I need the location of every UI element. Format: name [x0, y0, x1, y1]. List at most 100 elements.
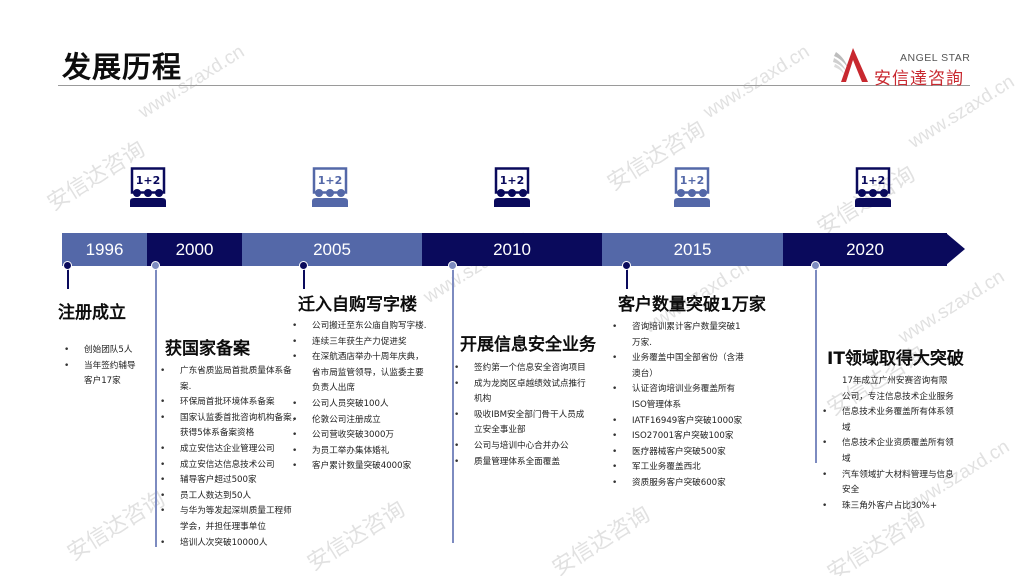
list-item: 环保局首批环境体系备案 [158, 395, 306, 411]
timeline-year-2020: 2020 [783, 233, 947, 266]
list-item: 学会，并担任理事单位 [180, 521, 266, 532]
classroom-board-icon: 1+2 [855, 167, 891, 207]
watermark: www.szaxd.cn [895, 266, 1009, 348]
title-divider [58, 85, 970, 86]
milestone-list-2015: 咨询培训累计客户数量突破1 万家. 业务覆盖中国全部省份（含港 澳台） 认证咨询… [610, 320, 770, 492]
watermark: 安信达咨询 [303, 496, 410, 576]
svg-text:1+2: 1+2 [500, 174, 525, 187]
list-item: 立安全事业部 [474, 425, 526, 436]
classroom-board-icon: 1+2 [130, 167, 166, 207]
milestone-heading-2000: 获国家备案 [165, 339, 250, 359]
timeline-year-1996: 1996 [62, 233, 147, 266]
list-item: 员工人数达到50人 [158, 489, 306, 505]
svg-text:1+2: 1+2 [680, 174, 705, 187]
milestone-dot [63, 261, 72, 270]
timeline-year-2010: 2010 [422, 233, 602, 266]
classroom-board-icon: 1+2 [674, 167, 710, 207]
milestone-list-2010: 签约第一个信息安全咨询项目 成为龙岗区卓越绩效试点推行 机构 吸收IBM安全部门… [452, 361, 602, 470]
list-item: 万家. [632, 337, 652, 348]
list-item: 创始团队5人 [62, 343, 152, 359]
list-item: 培训人次突破10000人 [158, 536, 306, 552]
list-item: 信息技术企业资质覆盖所有领 [820, 436, 980, 452]
list-item: 17年成立广州安赛咨询有限 [842, 376, 948, 386]
list-item: 机构 [474, 394, 492, 405]
milestone-list-1996: 创始团队5人 当年签约辅导 客户17家 [62, 343, 152, 390]
connector-line [452, 269, 454, 543]
milestone-heading-2005: 迁入自购写字楼 [298, 295, 417, 315]
list-item: 公司与培训中心合并办公 [452, 439, 602, 455]
timeline-arrow-icon [946, 233, 965, 265]
classroom-board-icon: 1+2 [312, 167, 348, 207]
connector-line [815, 269, 817, 463]
list-item: 伦敦公司注册成立 [290, 413, 440, 429]
list-item: 公司搬迁至东公庙自购写字楼. [290, 319, 440, 335]
list-item: 吸收IBM安全部门骨干人员成 [452, 408, 602, 424]
milestone-dot [151, 261, 160, 270]
list-item: 当年签约辅导 [62, 359, 152, 375]
connector-line [67, 269, 69, 289]
milestone-heading-2020: IT领域取得大突破 [827, 349, 964, 369]
svg-text:1+2: 1+2 [861, 174, 886, 187]
milestone-heading-1996: 注册成立 [58, 303, 126, 323]
list-item: 省市局监管领导，认监委主要 [312, 367, 424, 378]
watermark: www.szaxd.cn [700, 41, 814, 123]
list-item: 负责人出席 [312, 383, 355, 394]
list-item: 安全 [842, 485, 860, 496]
company-logo: ANGEL STAR 安信達咨詢 [830, 44, 980, 89]
list-item: 公司人员突破100人 [290, 397, 440, 413]
year-label: 2015 [673, 239, 712, 259]
milestone-heading-2010: 开展信息安全业务 [460, 335, 596, 355]
timeline-year-2005: 2005 [242, 233, 422, 266]
year-label: 2005 [313, 239, 351, 259]
list-item: 国家认监委首批咨询机构备案， [158, 411, 306, 427]
milestone-list-2020: 17年成立广州安赛咨询有限 公司，专注信息技术企业服务 信息技术业务覆盖所有体系… [820, 374, 980, 514]
list-item: 信息技术业务覆盖所有体系领 [820, 405, 980, 421]
list-item: 资质服务客户突破600家 [610, 476, 770, 492]
classroom-board-icon: 1+2 [494, 167, 530, 207]
timeline-year-2000: 2000 [147, 233, 242, 266]
list-item: 成为龙岗区卓越绩效试点推行 [452, 377, 602, 393]
list-item: 案. [180, 381, 192, 392]
list-item: 在深航酒店举办十周年庆典， [290, 350, 440, 366]
list-item: 汽车领域扩大材料管理与信息 [820, 468, 980, 484]
list-item: 公司营收突破3000万 [290, 428, 440, 444]
list-item: 域 [842, 453, 851, 464]
connector-line [155, 269, 157, 547]
logo-chinese-name: 安信達咨詢 [874, 69, 964, 89]
list-item: ISO管理体系 [632, 399, 682, 410]
milestone-dot [622, 261, 631, 270]
svg-text:1+2: 1+2 [318, 174, 343, 187]
list-item: 咨询培训累计客户数量突破1 [610, 320, 770, 336]
list-item: 客户累计数量突破4000家 [290, 459, 440, 475]
svg-text:1+2: 1+2 [136, 174, 161, 187]
list-item: 珠三角外客户占比30%+ [820, 499, 980, 515]
page-title: 发展历程 [62, 50, 183, 84]
list-item: 军工业务覆盖西北 [610, 460, 770, 476]
list-item: 医疗器械客户突破500家 [610, 445, 770, 461]
milestone-list-2005: 公司搬迁至东公庙自购写字楼. 连续三年获生产力促进奖 在深航酒店举办十周年庆典，… [290, 319, 440, 475]
milestone-dot [299, 261, 308, 270]
list-item: 公司，专注信息技术企业服务 [842, 391, 954, 402]
list-item: 认证咨询培训业务覆盖所有 [610, 382, 770, 398]
year-label: 2010 [493, 239, 531, 259]
list-item: 成立安信达企业管理公司 [158, 442, 306, 458]
milestone-dot [811, 261, 820, 270]
milestone-list-2000: 广东省质监局首批质量体系备 案. 环保局首批环境体系备案 国家认监委首批咨询机构… [158, 364, 306, 551]
list-item: 成立安信达信息技术公司 [158, 458, 306, 474]
watermark: 安信达咨询 [548, 501, 655, 576]
year-label: 1996 [85, 239, 124, 259]
year-label: 2000 [175, 239, 214, 259]
milestone-heading-2015: 客户数量突破1万家 [618, 295, 766, 315]
connector-line [626, 269, 628, 289]
list-item: 广东省质监局首批质量体系备 [158, 364, 306, 380]
list-item: 业务覆盖中国全部省份（含港 [610, 351, 770, 367]
list-item: 辅导客户超过500家 [158, 473, 306, 489]
list-item: 澳台） [632, 368, 658, 379]
timeline-year-2015: 2015 [602, 233, 783, 266]
list-item: 签约第一个信息安全咨询项目 [452, 361, 602, 377]
milestone-dot [448, 261, 457, 270]
list-item: 连续三年获生产力促进奖 [290, 335, 440, 351]
angel-star-logo-icon [833, 48, 868, 82]
logo-english-name: ANGEL STAR [900, 52, 971, 64]
list-item: 为员工举办集体婚礼 [290, 444, 440, 460]
